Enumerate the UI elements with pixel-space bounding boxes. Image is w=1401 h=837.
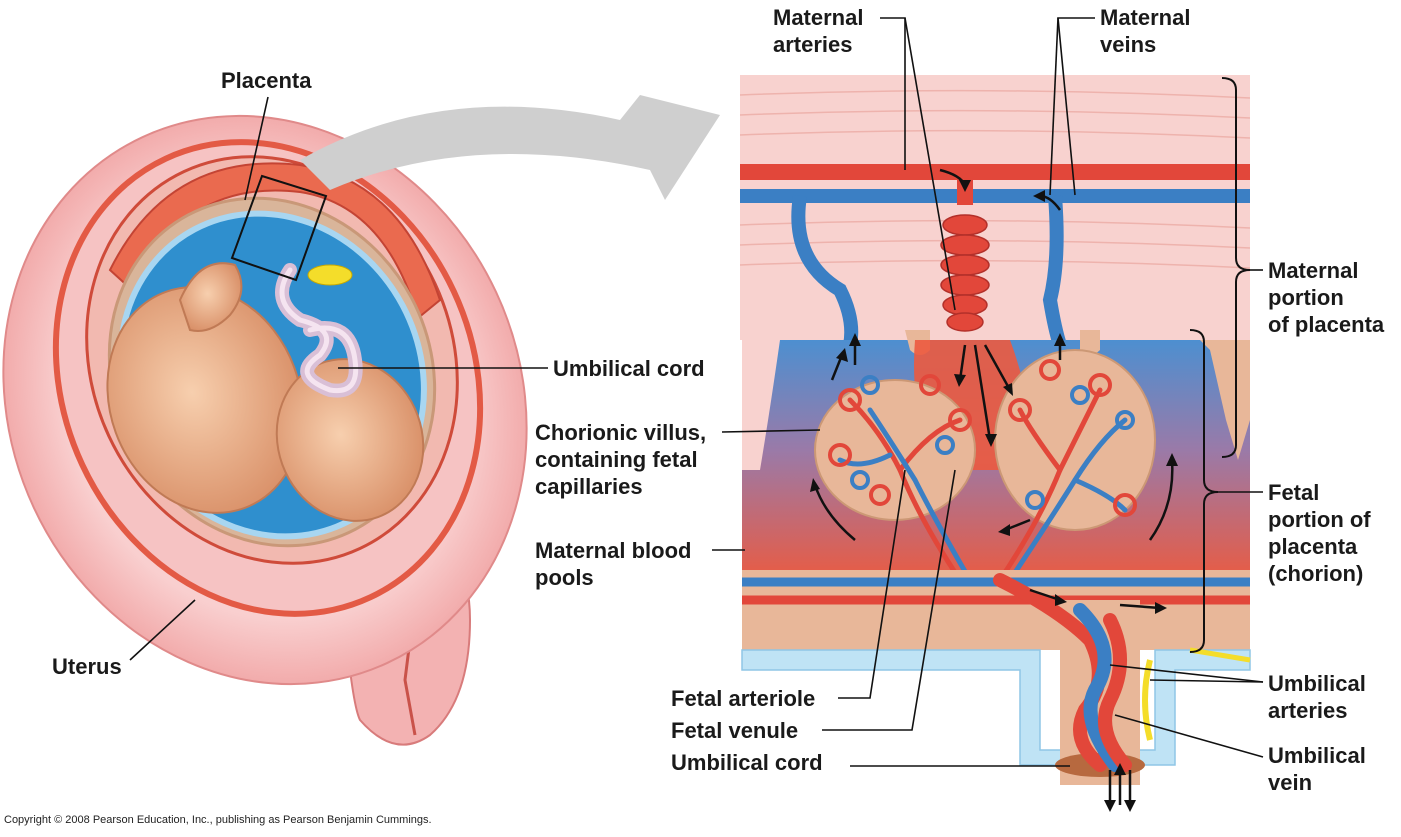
label-umbilical-vein: Umbilical vein (1268, 743, 1366, 795)
copyright-notice: Copyright © 2008 Pearson Education, Inc.… (4, 814, 432, 826)
label-uterus: Uterus (52, 654, 122, 679)
spiral-artery (940, 214, 990, 332)
maternal-tissue (740, 75, 1250, 340)
fetus-head (275, 358, 425, 522)
chorionic-villus-left (814, 374, 976, 583)
label-placenta: Placenta (221, 68, 312, 93)
label-fetal-portion: Fetal portion of placenta (chorion) (1268, 480, 1371, 586)
leader-lines (129, 17, 1264, 767)
zoom-arrow (300, 95, 720, 200)
label-umbilical-arteries: Umbilical arteries (1268, 671, 1366, 723)
arrow-heads (810, 180, 1178, 812)
label-fetal-arteriole: Fetal arteriole (671, 686, 816, 711)
label-fetal-venule: Fetal venule (671, 718, 799, 743)
label-maternal-arteries: Maternal arteries (773, 5, 864, 57)
label-umbilical-cord-bottom: Umbilical cord (671, 750, 823, 775)
label-maternal-blood-pools: Maternal blood pools (535, 538, 692, 590)
label-chorionic-villus: Chorionic villus, containing fetal capil… (535, 420, 707, 499)
chorionic-villus-right (994, 349, 1156, 583)
label-maternal-portion: Maternal portion of placenta (1268, 258, 1385, 337)
zoom-box (230, 174, 328, 282)
fetus-body (106, 286, 304, 514)
label-maternal-veins: Maternal veins (1100, 5, 1191, 57)
label-umbilical-cord-left: Umbilical cord (553, 356, 705, 381)
enlarged-section (739, 75, 1251, 812)
uterus-illustration (2, 114, 528, 746)
placenta-band (108, 162, 442, 320)
umbilical-vessels (993, 573, 1132, 772)
